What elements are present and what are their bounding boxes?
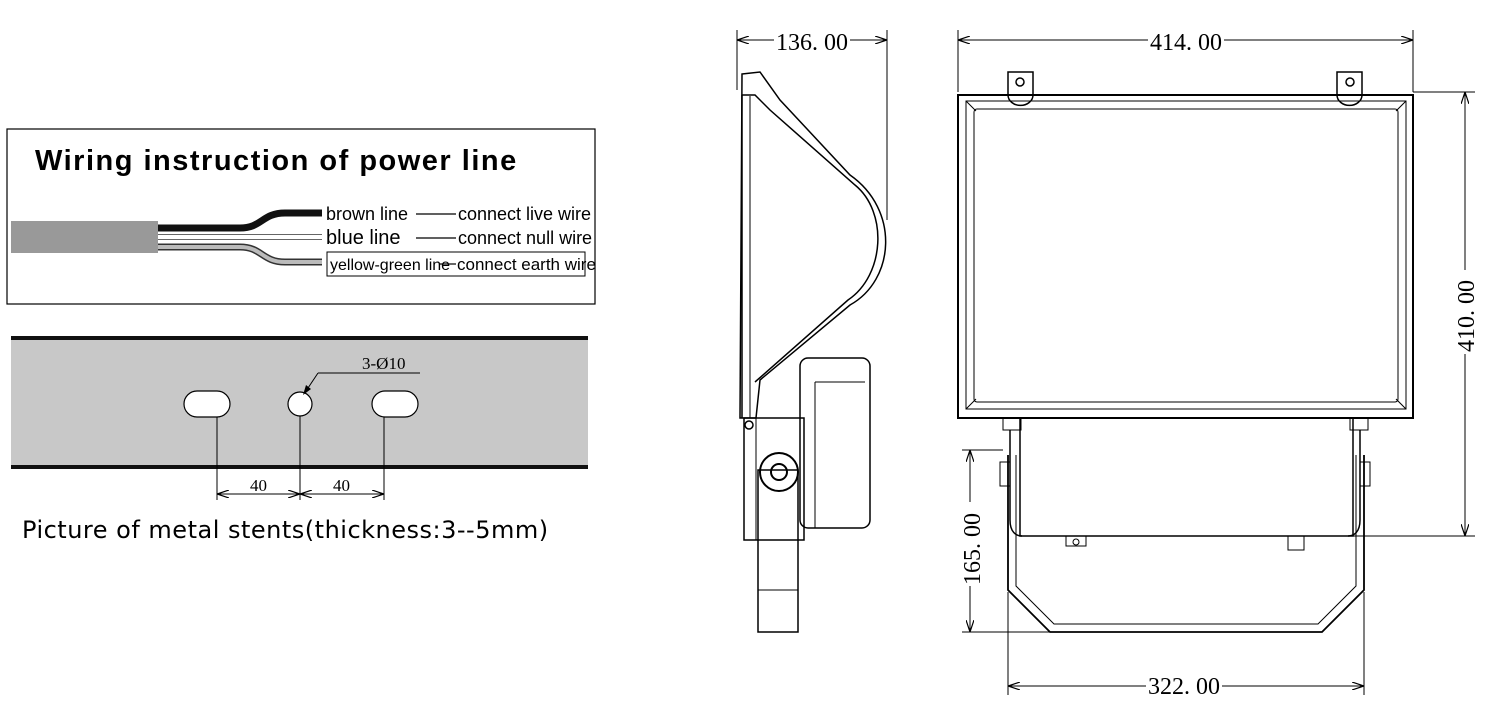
brown-line-label: brown line (326, 204, 408, 224)
spacing-left-dim: 40 (250, 476, 267, 495)
yellow-green-wire (158, 245, 322, 264)
round-hole-center (287, 391, 313, 417)
housing-profile (739, 71, 887, 419)
front-height-dim: 410. 00 (1454, 280, 1480, 352)
blue-line-label: blue line (326, 227, 401, 249)
bracket-width-dim: 322. 00 (1148, 674, 1220, 700)
side-view: 136. 00 (736, 28, 888, 633)
cable-gland (1287, 535, 1305, 551)
pivot-knob (759, 452, 799, 492)
top-lug-right (1336, 71, 1363, 107)
yellow-green-line-label: yellow-green line (330, 257, 450, 274)
spacing-right-dim: 40 (333, 476, 350, 495)
cable-jacket (11, 221, 158, 253)
bracket-height-dim: 165. 00 (960, 513, 986, 585)
brown-wire (158, 209, 322, 232)
side-width-dim: 136. 00 (776, 30, 848, 56)
side-bracket (757, 469, 799, 633)
wiring-panel: Wiring instruction of power line brown l… (6, 128, 596, 305)
top-lug-left (1007, 71, 1034, 107)
slot-hole-right (371, 390, 419, 418)
wiring-title: Wiring instruction of power line (35, 145, 518, 177)
stent-caption: Picture of metal stents(thickness:3--5mm… (22, 516, 549, 544)
brown-line-connection: connect live wire (458, 204, 591, 224)
earth-wire-box (326, 251, 586, 277)
hole-label: 3-Ø10 (362, 354, 405, 373)
lamp-glass (973, 108, 1399, 403)
metal-stent: 3-Ø10 40 40 Picture of metal stents(thic… (11, 336, 588, 544)
front-width-dim: 414. 00 (1150, 30, 1222, 56)
slot-hole-left (183, 390, 231, 418)
rear-gear-box (799, 357, 871, 529)
front-view: 414. 00 410. 00 (957, 28, 1480, 700)
wiring-frame (6, 128, 596, 305)
gear-box (1019, 417, 1354, 537)
blue-line-connection: connect null wire (458, 228, 592, 248)
lamp-frame (957, 94, 1414, 419)
yellow-green-line-connection: connect earth wire (457, 255, 596, 274)
front-bracket (1007, 455, 1365, 633)
